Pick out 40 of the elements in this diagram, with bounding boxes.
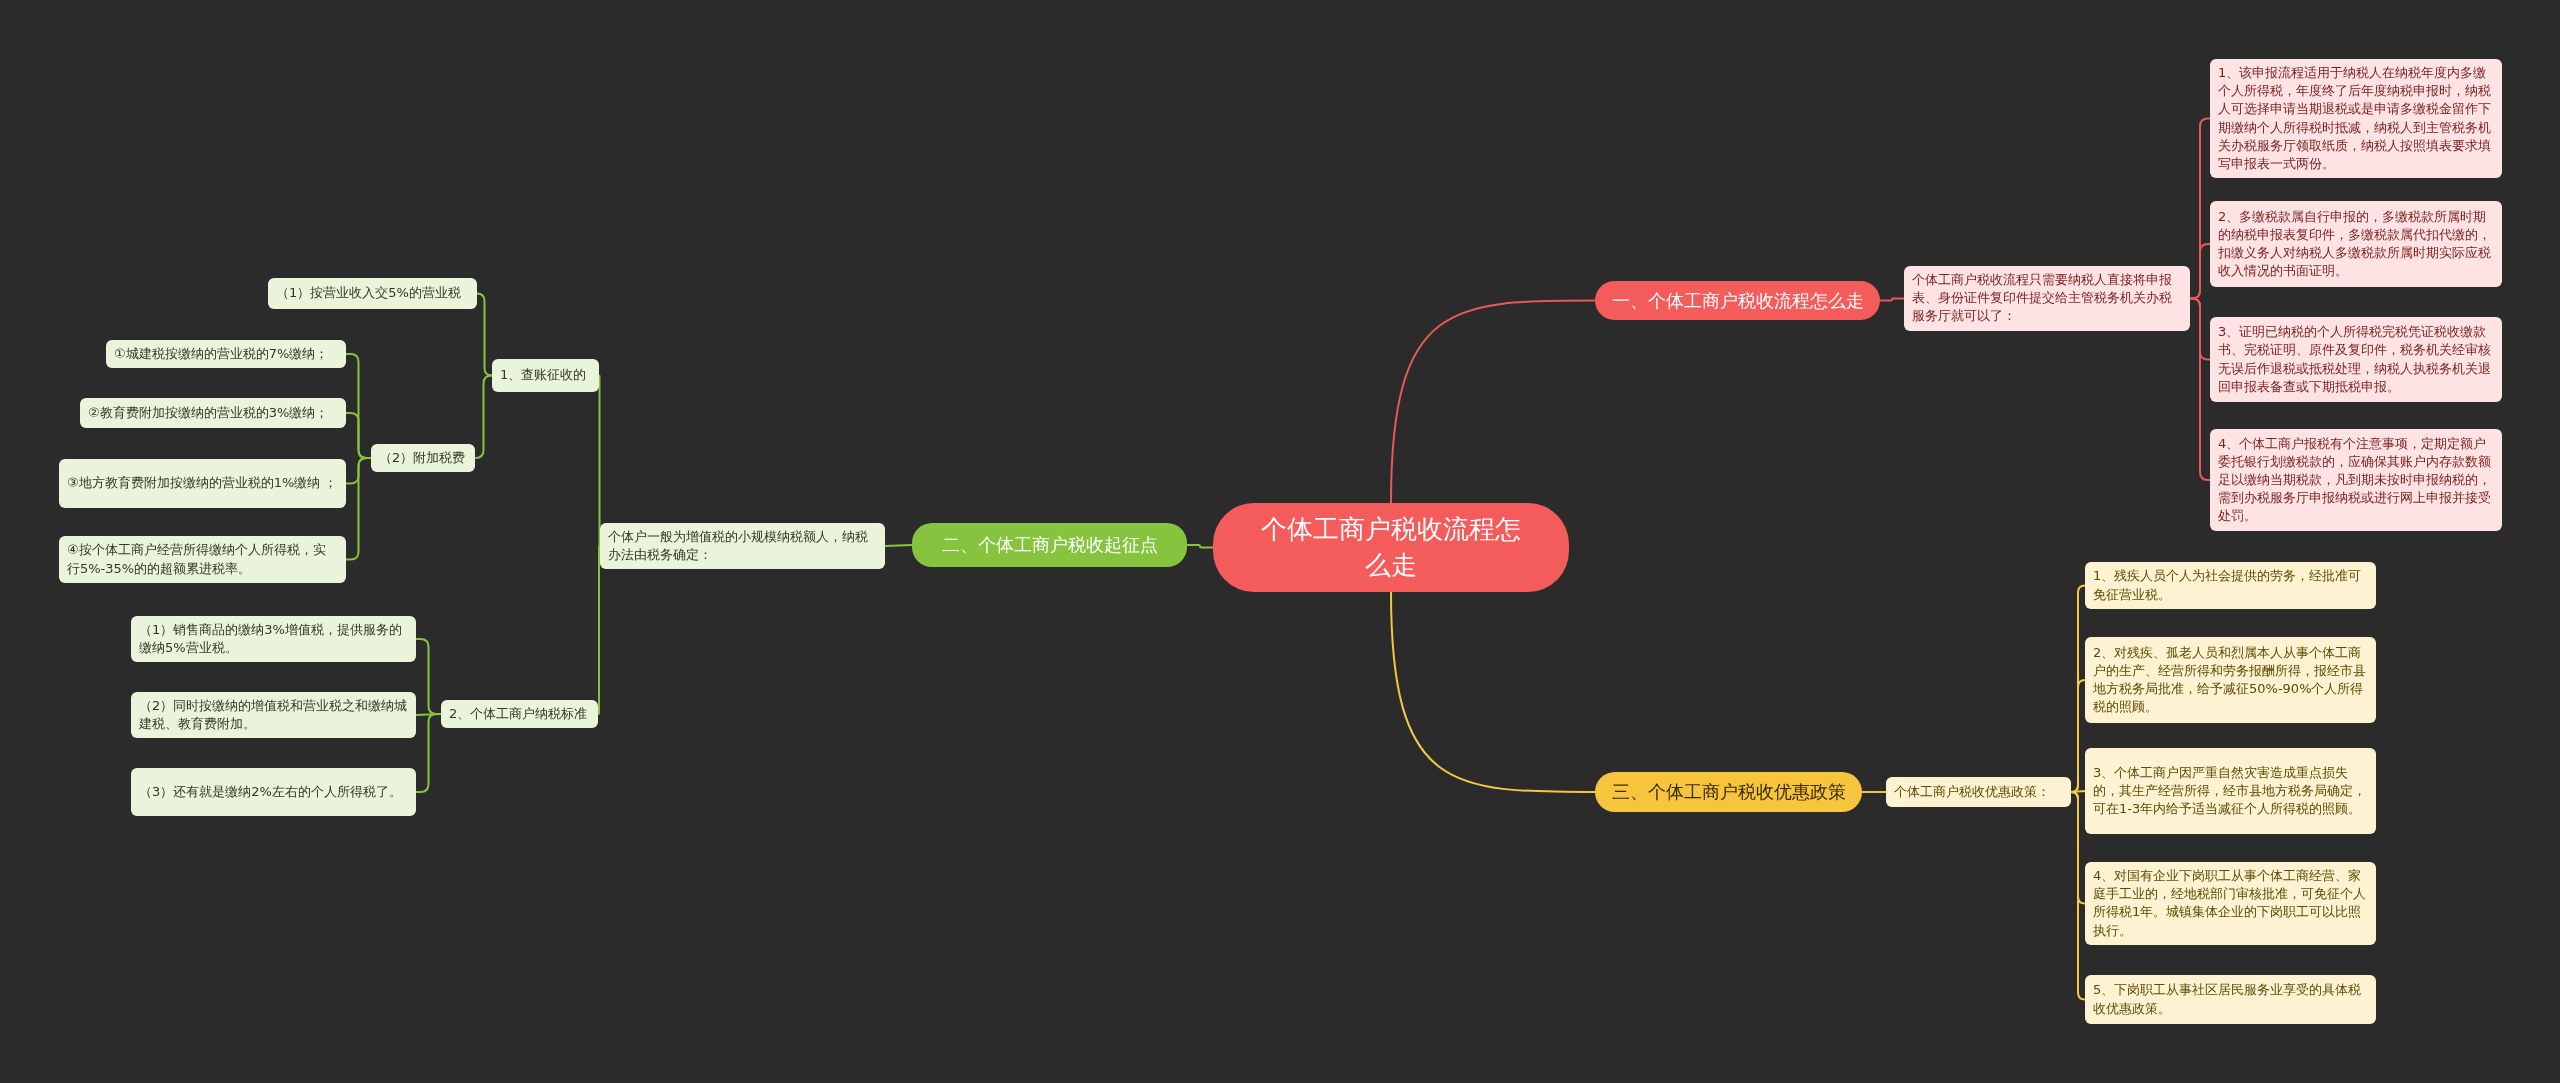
connector-line [2189,243,2211,300]
detail-box: 4、个体工商户报税有个注意事项，定期定额户委托银行划缴税款的，应确保其账户内存款数额足以缴纳当期税款，凡到期未按时申报纳税的，需到办税服务厅申报纳税或进行网上申报并接受处罚。 [2210,429,2502,531]
detail-box: 1、该申报流程适用于纳税人在纳税年度内多缴个人所得税，年度终了后年度纳税申报时，纳税人可选择申请当期退税或是申请多缴税金留作下期缴纳个人所得税时抵减，纳税人到主管税务机关办税服务厅领取纸质，纳税人按照填表要求填写申报表一式两份。 [2210,59,2502,179]
detail-box: （1）按营业收入交5%的营业税 [268,278,477,309]
detail-box: 1、残疾人员个人为社会提供的劳务，经批准可免征营业税。 [2085,562,2376,609]
connector-line [476,292,493,377]
detail-box: （1）销售商品的缴纳3%增值税，提供服务的缴纳5%营业税。 [131,616,416,663]
central-topic: 个体工商户税收流程怎么走 [1213,503,1569,592]
detail-box: 5、下岗职工从事社区居民服务业享受的具体税收优惠政策。 [2085,975,2376,1024]
connector-line [2189,297,2211,481]
connector-line [1390,299,1596,504]
subtopic-box: 2、个体工商户纳税标准 [441,700,598,729]
detail-box: ①城建税按缴纳的营业税的7%缴纳； [106,340,346,369]
detail-box: 2、对残疾、孤老人员和烈属本人从事个体工商户的生产、经营所得和劳务报酬所得，报经市县地方税务局批准，给予减征50%-90%个人所得税的照顾。 [2085,637,2376,723]
connector-line [1861,791,1887,793]
connector-line [1390,591,1596,793]
detail-box: 3、个体工商户因严重自然灾害造成重点损失的，其生产经营所得，经市县地方税务局确定，可在1-3年内给予适当减征个人所得税的照顾。 [2085,748,2376,834]
subtopic-box: 个体工商户税收流程只需要纳税人直接将申报表、身份证件复印件提交给主管税务机关办税服务厅就可以了： [1904,266,2190,331]
detail-box: ②教育费附加按缴纳的营业税的3%缴纳； [80,398,346,428]
detail-box: （3）还有就是缴纳2%左右的个人所得税了。 [131,768,416,816]
subtopic-box: 个体户一般为增值税的小规模纳税额人，纳税办法由税务确定： [600,523,885,570]
connector-line [598,374,601,547]
subtopic-box: 个体工商户税收优惠政策： [1886,777,2071,807]
detail-box: ④按个体工商户经营所得缴纳个人所得税，实行5%-35%的的超额累进税率。 [59,536,346,583]
detail-box: 3、证明已纳税的个人所得税完税凭证税收缴款书、完税证明、原件及复印件，税务机关经审核无误后作退税或抵税处理，纳税人执税务机关退回申报表备查或下期抵税申报。 [2210,317,2502,402]
connector-line [1186,544,1214,549]
branch-topic: 三、个体工商户税收优惠政策 [1595,772,1862,812]
subtopic-box: 1、查账征收的 [492,359,599,392]
connector-line [884,544,913,547]
branch-topic: 一、个体工商户税收流程怎么走 [1595,281,1880,320]
connector-line [1879,297,1905,302]
detail-box: ③地方教育费附加按缴纳的营业税的1%缴纳 ； [59,459,346,508]
branch-topic: 二、个体工商户税收起征点 [912,523,1187,567]
detail-box: 2、多缴税款属自行申报的，多缴税款所属时期的纳税申报表复印件，多缴税款属代扣代缴的，扣缴义务人对纳税人多缴税款所属时期实际应税收入情况的书面证明。 [2210,201,2502,287]
subtopic-box: （2）附加税费 [371,444,475,473]
connector-line [597,545,601,715]
connector-line [2070,791,2086,1001]
detail-box: （2）同时按缴纳的增值税和营业税之和缴纳城建税、教育费附加。 [131,692,416,739]
connector-line [474,374,493,459]
detail-box: 4、对国有企业下岗职工从事个体工商经营、家庭手工业的，经地税部门审核批准，可免征个人所得税1年。城镇集体企业的下岗职工可以比照执行。 [2085,862,2376,945]
